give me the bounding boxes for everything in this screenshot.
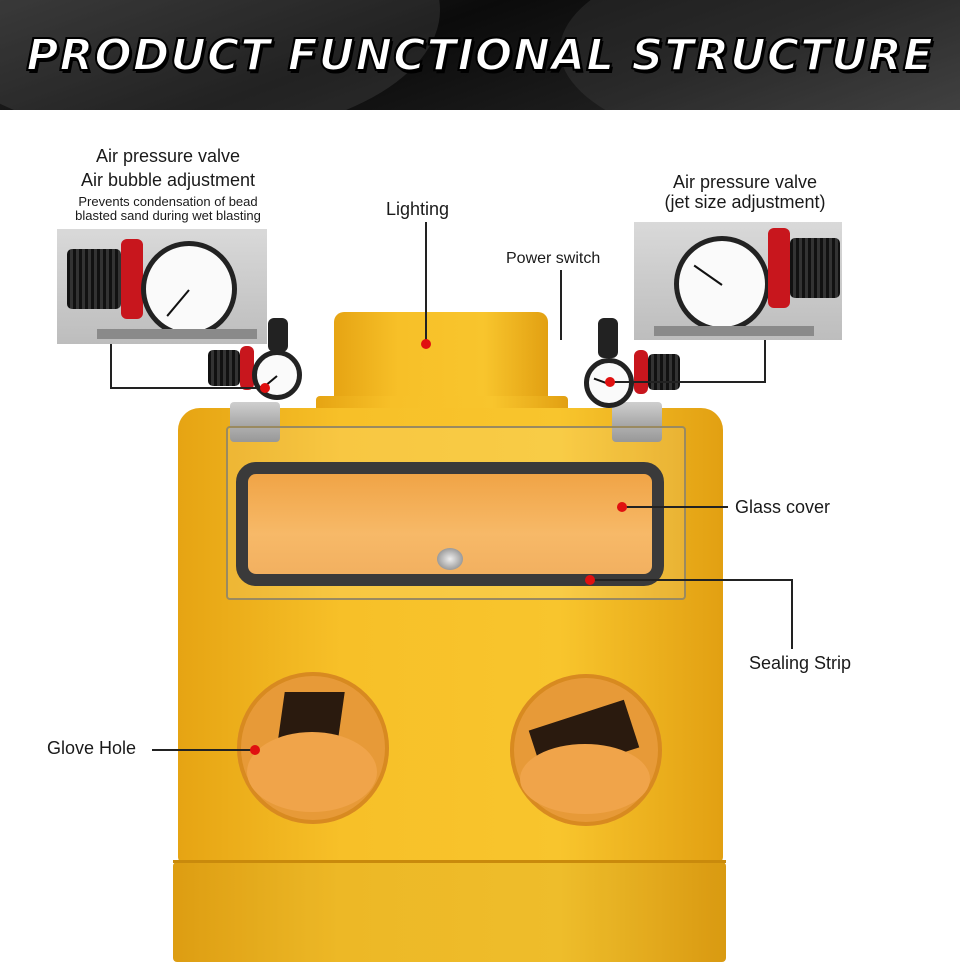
left-valve-note-1: Prevents condensation of bead: [78, 194, 258, 209]
nozzle: [437, 548, 463, 570]
right-valve-label-2: (jet size adjustment): [664, 192, 826, 212]
glass-cover-label: Glass cover: [735, 497, 831, 517]
right-valve-marker: [605, 377, 615, 387]
sealing-strip-marker: [585, 575, 595, 585]
glass-cover-marker: [617, 502, 627, 512]
glove-hole-right: [510, 674, 662, 826]
banner-title: PRODUCT FUNCTIONAL STRUCTURE: [25, 29, 934, 82]
sealing-strip-label: Sealing Strip: [749, 653, 852, 673]
power-switch-label: Power switch: [506, 250, 601, 267]
glove-hole-marker: [250, 745, 260, 755]
left-valve-marker: [260, 383, 270, 393]
glove-hole-left: [237, 672, 389, 824]
left-valve-label-1: Air pressure valve: [95, 146, 241, 166]
title-banner: PRODUCT FUNCTIONAL STRUCTURE: [0, 0, 960, 110]
glove-hole-label: Glove Hole: [47, 738, 137, 758]
left-valve-photo: [57, 229, 267, 344]
right-valve-photo: [634, 222, 842, 340]
left-valve-label-2: Air bubble adjustment: [80, 170, 256, 190]
right-valve-label-1: Air pressure valve: [672, 172, 818, 192]
lighting-marker: [421, 339, 431, 349]
left-valve-note-2: blasted sand during wet blasting: [75, 208, 261, 223]
lighting-label: Lighting: [386, 199, 450, 219]
